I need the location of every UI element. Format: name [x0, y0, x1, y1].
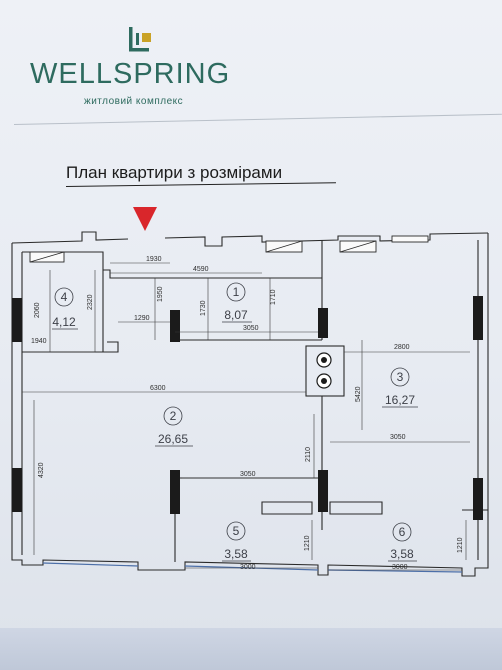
pillar-room-1: [318, 308, 328, 338]
wall-room-4-jog: [103, 341, 119, 353]
dimension-label: 3000: [240, 564, 256, 571]
room-1-area: 8,07: [224, 308, 248, 322]
room-3-area: 16,27: [385, 393, 415, 407]
background-surface: [0, 628, 502, 670]
ventilation-shaft: [305, 345, 345, 397]
dimension-label: 3000: [392, 564, 408, 571]
wall-top-left: [11, 231, 129, 244]
wall-stub-mid: [261, 501, 313, 515]
pillar-right-upper: [473, 296, 483, 340]
dimension-label: 1290: [134, 315, 150, 322]
pillar-room-5-right: [318, 470, 328, 512]
dimension-label: 4590: [193, 266, 209, 273]
dimension-label: 4320: [38, 462, 45, 478]
dimension-label: 2320: [87, 294, 94, 310]
dimension-label: 3050: [390, 434, 406, 441]
wall-corridor-top: [103, 269, 322, 279]
dimension-label: 1210: [457, 537, 464, 553]
pillar-room-5-left: [170, 470, 180, 514]
room-1-number: 1: [233, 285, 240, 299]
pillar-left-lower: [12, 468, 22, 512]
window-strip: [391, 235, 429, 243]
dimension-label: 1730: [200, 300, 207, 316]
pillar-right-lower: [473, 478, 483, 520]
wellspring-logo-icon: [129, 27, 151, 52]
wall-outer: [11, 233, 489, 577]
brand-name: WELLSPRING: [30, 58, 231, 90]
room-4-number: 4: [61, 290, 68, 304]
dimension-label: 3050: [243, 325, 259, 332]
room-3-number: 3: [397, 370, 404, 384]
pillar-left-upper: [12, 298, 22, 342]
wall-stub-right: [329, 501, 383, 515]
dimension-label: 2060: [34, 302, 41, 318]
page-title: План квартири з розмірами: [66, 163, 283, 182]
dimension-label: 3050: [240, 471, 256, 478]
dimension-label: 1710: [270, 289, 277, 305]
room-6-area: 3,58: [390, 547, 414, 561]
pillar-corridor: [170, 310, 180, 342]
dimension-label: 1940: [31, 338, 47, 345]
wall-top-right: [164, 232, 489, 247]
dimension-label: 1950: [157, 286, 164, 302]
dimension-label: 2110: [305, 447, 312, 462]
dimension-label: 2800: [394, 344, 410, 351]
entrance-arrow-icon: [133, 207, 157, 231]
dimension-label: 5420: [355, 386, 362, 402]
room-6-number: 6: [399, 525, 406, 539]
dimension-label: 1930: [146, 256, 162, 263]
room-5-area: 3,58: [224, 547, 248, 561]
room-4-area: 4,12: [52, 315, 76, 329]
dimension-label: 1210: [304, 535, 311, 551]
brand-tagline: житловий комплекс: [84, 96, 184, 107]
room-2-area: 26,65: [158, 432, 188, 446]
dimension-label: 6300: [150, 385, 166, 392]
room-5-number: 5: [233, 524, 240, 538]
room-2-number: 2: [170, 409, 177, 423]
